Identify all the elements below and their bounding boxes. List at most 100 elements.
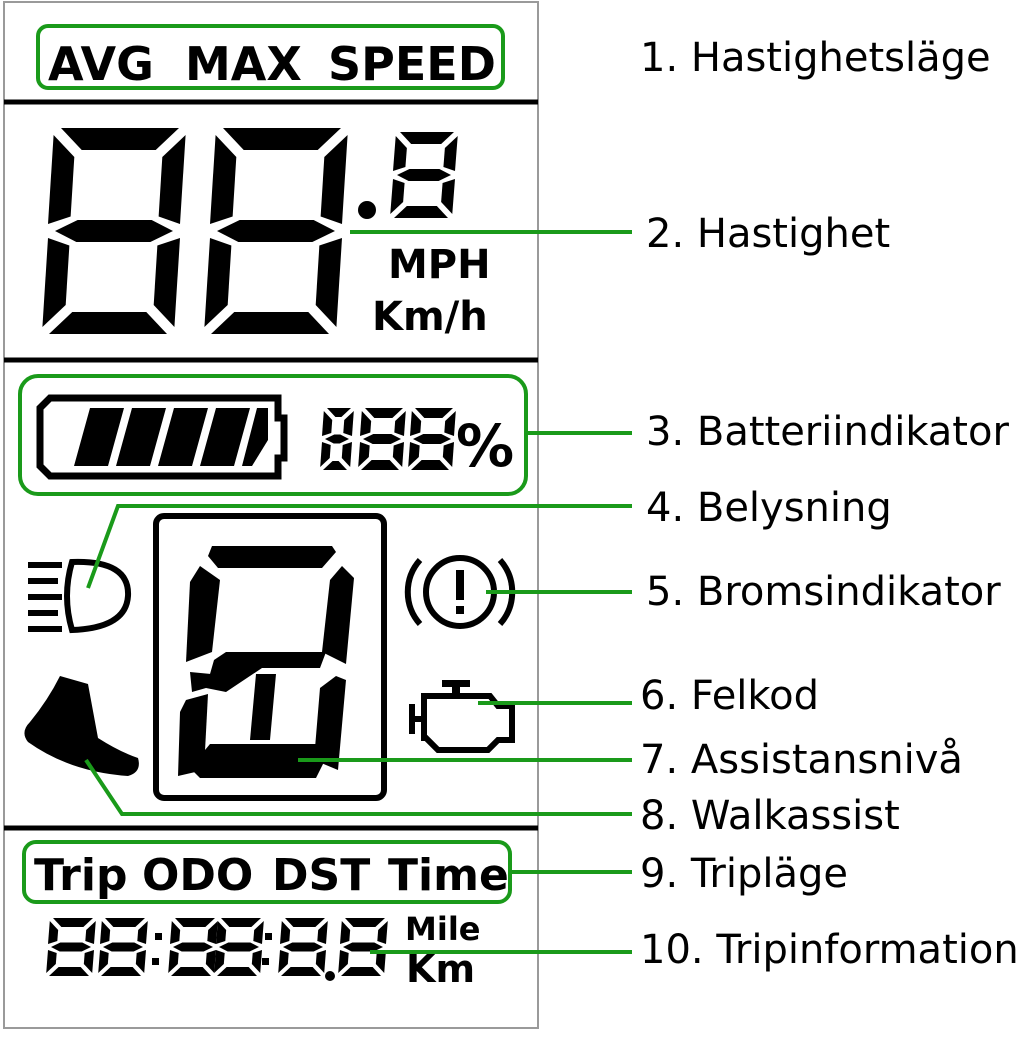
battery-percent-digit-hundreds	[320, 408, 354, 470]
trip-digit-5-segment-7	[281, 967, 321, 976]
trip-digit-5	[278, 918, 328, 976]
speed-digit-1-segment-7	[49, 312, 167, 334]
trip-unit-mile: Mile	[405, 910, 480, 948]
speed-digit-2-segment-4	[217, 220, 335, 242]
battery-bar-1	[74, 408, 124, 466]
pct-digit-1-segment-5	[320, 442, 331, 467]
trip-digit-3-segment-2	[170, 921, 181, 944]
speed-digit-1-segment-4	[55, 220, 173, 242]
battery-bar-3	[158, 408, 208, 466]
trip-digit-3	[168, 918, 218, 976]
speed-digit-2-segment-2	[210, 135, 237, 224]
trip-digit-6-segment-1	[345, 918, 385, 927]
speed-unit-kmh: Km/h	[372, 294, 488, 340]
trip-digit-6-segment-6	[375, 950, 386, 973]
trip-digit-1-segment-5	[46, 950, 57, 973]
trip-mode-time: Time	[388, 850, 509, 901]
trip-digit-6-segment-7	[341, 967, 381, 976]
mode-label-speed: SPEED	[328, 37, 496, 91]
trip-mode-labels: Trip ODO DST Time	[34, 850, 509, 901]
speed-digit-3-segment-6	[441, 179, 455, 214]
speed-digit-3-segment-3	[443, 136, 458, 171]
battery-bar-5	[242, 408, 268, 466]
pct-digit-3-segment-1	[415, 408, 453, 418]
speed-digit-3-segment-1	[400, 132, 454, 144]
speed-digit-2-segment-1	[223, 128, 341, 150]
assist-level-digit	[178, 546, 354, 778]
battery-percent-digit-ones	[408, 408, 456, 470]
trip-digit-4-segment-7	[217, 967, 257, 976]
pct-digit-1-segment-6	[341, 442, 352, 467]
trip-digit-4-segment-5	[214, 950, 225, 973]
callout-label-lighting: 4. Belysning	[646, 485, 892, 531]
pct-digit-1-segment-7	[323, 461, 347, 470]
speed-digit-ones	[204, 128, 348, 334]
trip-digit-4	[214, 918, 264, 976]
trip-digit-5-segment-1	[285, 918, 325, 927]
leader-line-4	[86, 504, 632, 589]
speed-digit-decimal	[390, 132, 458, 218]
trip-digit-6-segment-2	[340, 921, 351, 944]
speed-decimal-point	[358, 201, 376, 219]
lcd-frame	[3, 1, 539, 1029]
pct-digit-3-segment-6	[442, 442, 454, 467]
callout-label-walk-assist: 8. Walkassist	[640, 793, 900, 839]
trip-digit-5-segment-4	[283, 942, 323, 952]
battery-percent-symbol: %	[456, 412, 514, 480]
pct-digit-2-segment-6	[392, 442, 404, 467]
speed-digit-3-segment-5	[390, 179, 405, 214]
callout-label-brake: 5. Bromsindikator	[646, 569, 1001, 615]
headlight-icon	[28, 558, 132, 634]
trip-digit-6-segment-3	[377, 921, 388, 944]
callout-label-speed: 2. Hastighet	[646, 211, 891, 257]
speed-digit-2-segment-5	[204, 238, 232, 327]
trip-decimal-point	[325, 971, 335, 981]
battery-bar-2	[116, 408, 166, 466]
trip-digit-4-segment-1	[221, 918, 261, 927]
speed-digit-2-segment-7	[211, 312, 329, 334]
trip-digit-5-segment-6	[315, 950, 326, 973]
callout-label-trip-mode: 9. Tripläge	[640, 851, 849, 897]
trip-digit-1	[46, 918, 96, 976]
pct-digit-3-segment-4	[413, 434, 451, 444]
speed-digit-1-segment-5	[42, 238, 70, 327]
trip-colon-1	[152, 933, 162, 965]
speed-digit-2-segment-3	[320, 135, 348, 224]
trip-digit-2-segment-6	[135, 950, 146, 973]
trip-digit-3-segment-3	[207, 921, 218, 944]
pct-digit-1-segment-1	[327, 408, 351, 417]
trip-digit-2-segment-1	[105, 918, 145, 927]
trip-digit-4-segment-3	[253, 921, 264, 944]
engine-error-icon	[409, 680, 515, 753]
trip-colon-2	[262, 933, 272, 965]
pct-digit-1-segment-4	[325, 434, 349, 444]
pct-digit-3-segment-5	[408, 442, 420, 467]
pct-digit-2-segment-7	[361, 460, 399, 470]
speed-digit-tens	[42, 128, 186, 334]
pct-digit-2-segment-5	[358, 442, 370, 467]
speed-digit-1-segment-1	[61, 128, 179, 150]
callout-label-assist-level: 7. Assistansnivå	[640, 737, 963, 783]
trip-digit-5-segment-5	[278, 950, 289, 973]
speed-unit-mph: MPH	[388, 242, 491, 288]
callout-label-speed-mode: 1. Hastighetsläge	[640, 35, 991, 81]
battery-bar-4	[200, 408, 250, 466]
leader-line-8	[84, 758, 632, 816]
pct-digit-2-segment-1	[365, 408, 403, 418]
trip-digit-2-segment-4	[103, 942, 143, 952]
callout-label-battery: 3. Batteriindikator	[646, 409, 1009, 455]
trip-mode-odo: ODO	[142, 850, 253, 901]
trip-digit-4-segment-4	[219, 942, 259, 952]
trip-digit-6	[338, 918, 388, 976]
trip-digit-1-segment-6	[83, 950, 94, 973]
trip-digit-3-segment-7	[171, 967, 211, 976]
pct-digit-1-segment-2	[322, 411, 333, 436]
trip-digit-5-segment-2	[280, 921, 291, 944]
trip-digit-2-segment-5	[98, 950, 109, 973]
speed-digit-3-segment-7	[394, 206, 448, 218]
trip-digit-1-segment-3	[85, 921, 96, 944]
trip-digit-6-segment-4	[343, 942, 383, 952]
walk-assist-foot-icon	[24, 676, 139, 776]
